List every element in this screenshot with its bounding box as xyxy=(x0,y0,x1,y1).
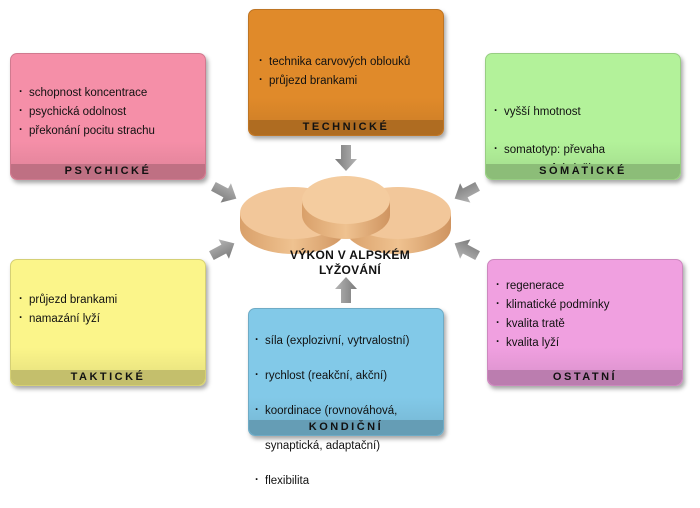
list-item: psychická odolnost xyxy=(18,102,202,122)
psychicke-list: schopnost koncentrace psychická odolnost… xyxy=(18,83,202,141)
list-item: průjezd brankami xyxy=(18,290,202,310)
list-item: síla (explozivní, vytrvalostní) xyxy=(254,332,444,351)
box-kondicni: síla (explozivní, vytrvalostní) rychlost… xyxy=(248,308,444,489)
arrow-somaticke xyxy=(449,176,483,209)
box-ostatni: regenerace klimatické podmínky kvalita t… xyxy=(487,259,683,386)
list-item: vyšší hmotnost xyxy=(493,102,677,122)
ostatni-list: regenerace klimatické podmínky kvalita t… xyxy=(495,276,679,353)
list-item: regenerace xyxy=(495,276,679,296)
list-item: rychlost (reakční, akční) xyxy=(254,367,444,386)
list-item: průjezd brankami xyxy=(258,71,440,91)
box-takticke: průjezd brankami namazání lyží TAKTICKÉ xyxy=(10,259,206,386)
list-item: kvalita lyží xyxy=(495,333,679,353)
somaticke-list: vyšší hmotnost somatotyp: převaha mezomo… xyxy=(493,84,677,198)
arrow-technicke xyxy=(335,145,357,171)
arrow-takticke xyxy=(206,233,240,266)
list-item: překonání pocitu strachu xyxy=(18,121,202,141)
list-item: kvalita tratě xyxy=(495,314,679,334)
arrow-psychicke xyxy=(208,176,242,209)
box-somaticke: vyšší hmotnost somatotyp: převaha mezomo… xyxy=(485,53,681,180)
kondicni-label: KONDIČNÍ xyxy=(249,420,443,435)
center-title: VÝKON V ALPSKÉM LYŽOVÁNÍ xyxy=(289,248,411,277)
box-technicke: technika carvových oblouků průjezd brank… xyxy=(248,9,444,136)
technicke-label: TECHNICKÉ xyxy=(249,120,443,135)
list-item: flexibilita xyxy=(254,472,444,491)
arrow-kondicni xyxy=(335,277,357,303)
takticke-list: průjezd brankami namazání lyží xyxy=(18,290,202,329)
list-item: klimatické podmínky xyxy=(495,295,679,315)
technicke-list: technika carvových oblouků průjezd brank… xyxy=(258,52,440,91)
list-item: schopnost koncentrace xyxy=(18,83,202,103)
disc-center xyxy=(302,176,390,239)
psychicke-label: PSYCHICKÉ xyxy=(11,164,205,179)
arrow-ostatni xyxy=(449,233,483,266)
list-item: technika carvových oblouků xyxy=(258,52,440,72)
somaticke-label: SOMATICKÉ xyxy=(486,164,680,179)
list-item: namazání lyží xyxy=(18,309,202,329)
takticke-label: TAKTICKÉ xyxy=(11,370,205,385)
kondicni-list: síla (explozivní, vytrvalostní) rychlost… xyxy=(254,315,444,508)
box-psychicke: schopnost koncentrace psychická odolnost… xyxy=(10,53,206,180)
center-graphic xyxy=(206,145,483,303)
ostatni-label: OSTATNÍ xyxy=(488,370,682,385)
